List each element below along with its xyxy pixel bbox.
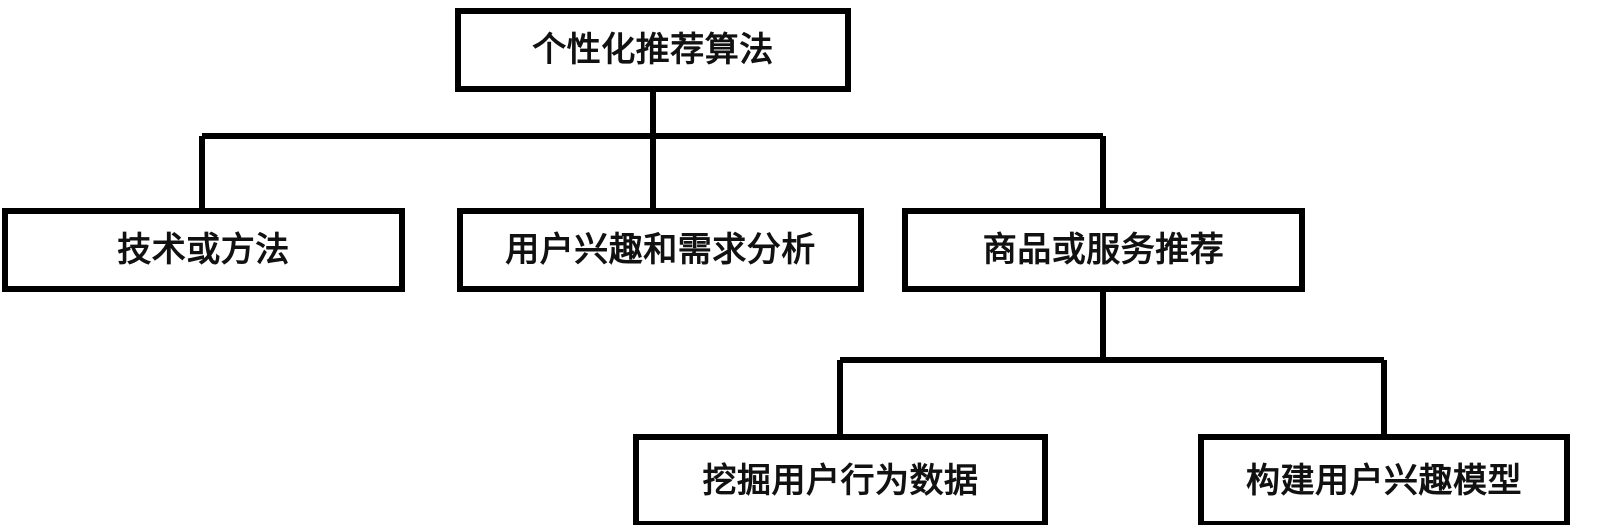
node-product-or-service-recommendation-label: 商品或服务推荐	[982, 231, 1225, 269]
node-root-label: 个性化推荐算法	[532, 31, 774, 69]
node-build-user-interest-model[interactable]: 构建用户兴趣模型	[1198, 434, 1570, 525]
node-mine-user-behavior-data[interactable]: 挖掘用户行为数据	[633, 434, 1048, 525]
node-technology-or-method[interactable]: 技术或方法	[2, 208, 405, 292]
node-product-or-service-recommendation[interactable]: 商品或服务推荐	[902, 208, 1305, 292]
node-user-interest-and-demand-analysis-label: 用户兴趣和需求分析	[505, 231, 816, 269]
node-user-interest-and-demand-analysis[interactable]: 用户兴趣和需求分析	[457, 208, 864, 292]
node-mine-user-behavior-data-label: 挖掘用户行为数据	[702, 461, 979, 500]
node-build-user-interest-model-label: 构建用户兴趣模型	[1246, 461, 1522, 500]
node-root[interactable]: 个性化推荐算法	[455, 8, 851, 92]
node-technology-or-method-label: 技术或方法	[117, 231, 290, 269]
